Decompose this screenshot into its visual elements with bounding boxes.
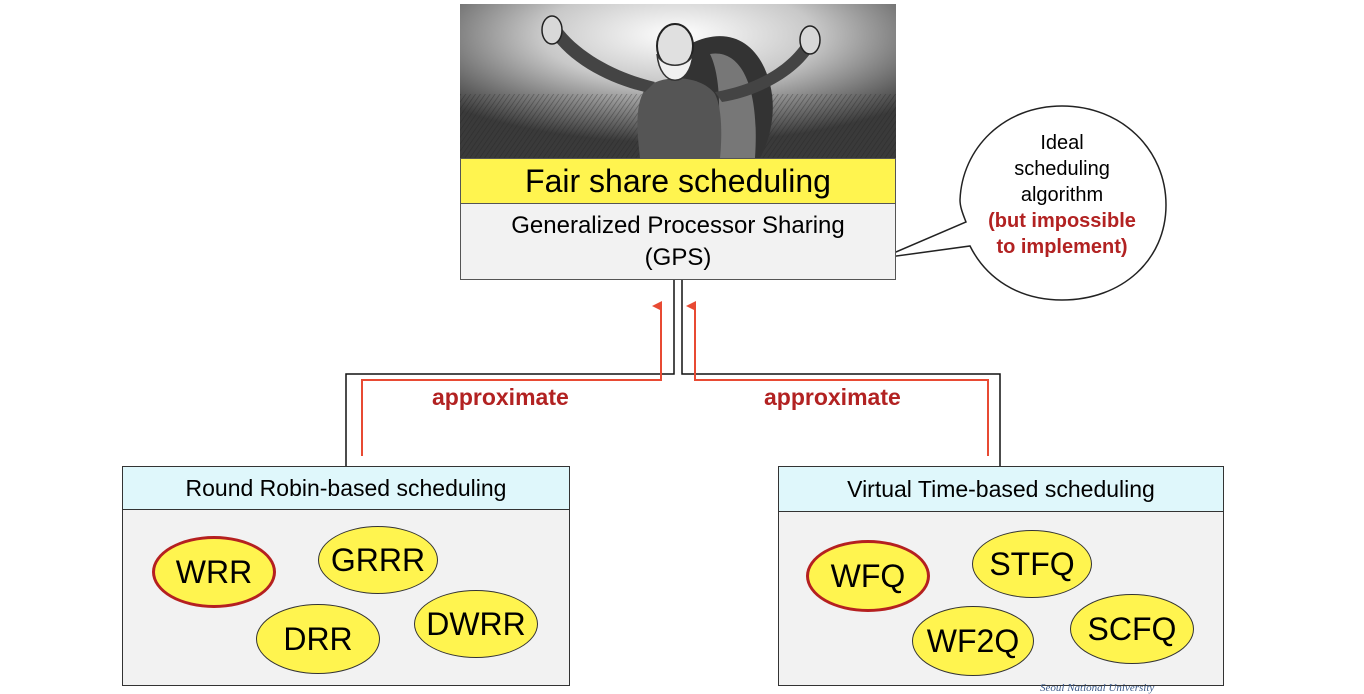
bubble-red-line-1: (but impossible [988,210,1136,232]
grrr-ellipse: GRRR [318,526,438,594]
round-robin-group-title: Round Robin-based scheduling [122,466,570,510]
bubble-line-1: Ideal [1040,132,1084,154]
grrr-label: GRRR [330,541,426,578]
approximate-arrow-left [361,301,662,456]
gps-line-2: (GPS) [644,243,712,271]
wf2q-label: WF2Q [926,622,1020,659]
university-watermark: Seoul National University [1040,682,1155,694]
illustration-drawing [460,4,896,158]
bubble-text: Ideal scheduling algorithm (but impossib… [962,130,1162,260]
dwrr-label: DWRR [426,605,526,642]
virtual-time-group-title: Virtual Time-based scheduling [778,466,1224,512]
drr-label: DRR [283,620,353,657]
bubble-line-3: algorithm [1020,184,1104,206]
stfq-label: STFQ [989,545,1075,582]
gps-line-1: Generalized Processor Sharing [511,211,845,239]
wfq-ellipse: WFQ [806,540,930,612]
wf2q-ellipse: WF2Q [912,606,1034,676]
wrr-label: WRR [175,553,253,590]
gps-illustration [460,4,896,158]
bubble-line-2: scheduling [1014,158,1110,180]
dwrr-ellipse: DWRR [414,590,538,658]
fair-share-title: Fair share scheduling [460,158,896,204]
black-connector-right [681,280,1001,466]
drr-ellipse: DRR [256,604,380,674]
approximate-label-right: approximate [764,384,901,410]
fair-share-title-text: Fair share scheduling [525,162,831,199]
stfq-ellipse: STFQ [972,530,1092,598]
bubble-red-line-2: to implement) [996,236,1128,258]
scfq-label: SCFQ [1087,610,1177,647]
wfq-label: WFQ [830,557,906,594]
round-robin-group-title-text: Round Robin-based scheduling [185,474,507,501]
virtual-time-group-title-text: Virtual Time-based scheduling [847,475,1155,502]
speech-bubble [881,105,1167,301]
black-connector-left [345,280,675,466]
scfq-ellipse: SCFQ [1070,594,1194,664]
gps-box: Generalized Processor Sharing (GPS) [460,204,896,280]
wrr-ellipse: WRR [152,536,276,608]
approximate-label-left: approximate [432,384,569,410]
approximate-arrow-right [686,301,989,456]
